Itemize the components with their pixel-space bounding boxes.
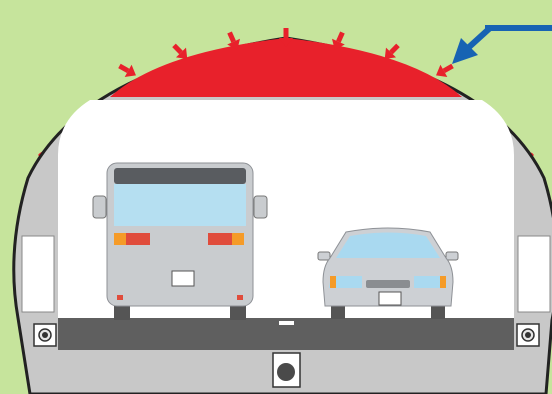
car-left-headlight <box>329 276 362 288</box>
load-arrow-icon <box>279 28 293 47</box>
bus <box>92 162 268 320</box>
bus-right-indicator <box>232 233 244 245</box>
load-arrow-icon <box>172 43 188 59</box>
load-arrow-icon <box>436 63 454 77</box>
car-left-mirror <box>317 251 331 261</box>
right-side-panel <box>517 235 551 313</box>
road-marking <box>279 321 294 325</box>
load-arrow-icon <box>118 63 136 77</box>
car-right-indicator <box>440 276 446 288</box>
car-grille <box>366 280 410 288</box>
bus-plate <box>171 270 195 287</box>
car <box>317 227 459 319</box>
car-right-headlight <box>414 276 447 288</box>
bus-dark-band <box>114 168 246 184</box>
bus-right-reflector <box>237 295 243 300</box>
bus-windshield <box>114 184 246 226</box>
load-arrow-icon <box>384 43 400 59</box>
bus-left-light <box>126 233 150 245</box>
load-zone <box>110 38 462 97</box>
car-plate <box>378 291 402 306</box>
car-left-indicator <box>330 276 336 288</box>
right-lamp-icon <box>516 323 540 347</box>
car-right-mirror <box>445 251 459 261</box>
load-arrow-icon <box>331 31 345 50</box>
bus-left-mirror <box>92 195 107 219</box>
drain-icon <box>272 352 301 388</box>
load-arrows <box>118 28 454 77</box>
left-lamp-icon <box>33 323 57 347</box>
callout-arrow-icon <box>452 25 552 64</box>
bus-right-light <box>208 233 232 245</box>
left-side-panel <box>21 235 55 313</box>
bus-left-reflector <box>117 295 123 300</box>
car-windshield <box>336 232 440 258</box>
load-arrow-icon <box>227 31 241 50</box>
bus-right-mirror <box>253 195 268 219</box>
bus-left-indicator <box>114 233 126 245</box>
